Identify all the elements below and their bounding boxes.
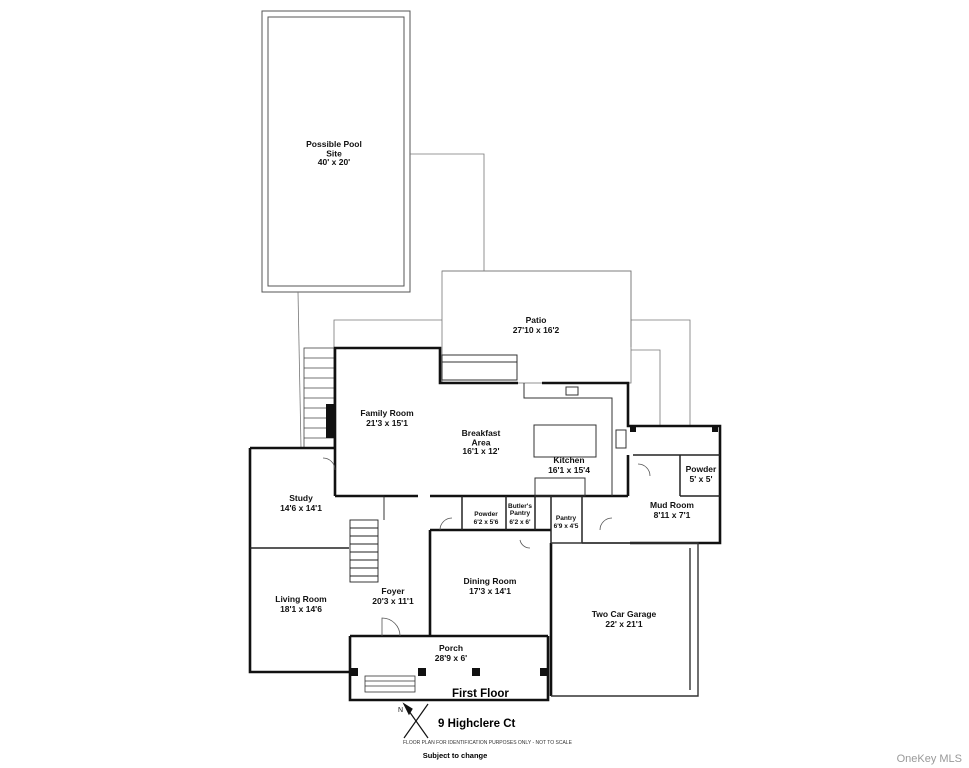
room-name-powder-left: Powder xyxy=(474,511,498,518)
room-dims-pool: 40' x 20' xyxy=(318,157,350,167)
porch-steps xyxy=(364,675,416,693)
room-dims-butlers-pantry: 6'2 x 6' xyxy=(509,519,531,526)
room-dims-powder-left: 6'2 x 5'6 xyxy=(474,519,499,526)
pool-site xyxy=(261,10,411,293)
room-name-pantry: Pantry xyxy=(556,515,577,522)
address: 9 Highclere Ct xyxy=(438,718,515,730)
room-name-line: Pantry xyxy=(510,510,531,517)
room-name-powder-right: Powder xyxy=(686,464,717,474)
disclaimer: FLOOR PLAN FOR IDENTIFICATION PURPOSES O… xyxy=(403,740,573,746)
porch-columns xyxy=(350,426,718,676)
room-name-line: Site xyxy=(326,148,342,158)
compass-icon: N xyxy=(398,702,429,739)
interior-walls xyxy=(250,454,720,549)
kitchen-fixtures xyxy=(523,383,627,497)
room-dims-mudroom: 8'11 x 7'1 xyxy=(654,510,691,520)
patio-steps xyxy=(441,354,518,381)
room-name-family: Family Room xyxy=(360,408,414,418)
patio-box xyxy=(441,270,632,384)
room-name-line: Area xyxy=(472,437,491,447)
garage-walls xyxy=(551,542,699,697)
watermark: OneKey MLS xyxy=(897,753,962,765)
room-dims-family: 21'3 x 15'1 xyxy=(366,418,408,428)
room-dims-foyer: 20'3 x 11'1 xyxy=(372,596,414,606)
room-dims-living: 18'1 x 14'6 xyxy=(280,604,322,614)
room-dims-pantry: 6'9 x 4'5 xyxy=(554,523,579,530)
room-name-kitchen: Kitchen xyxy=(553,455,584,465)
room-name-study: Study xyxy=(289,493,313,503)
room-name-mudroom: Mud Room xyxy=(650,500,694,510)
room-name-foyer: Foyer xyxy=(381,586,405,596)
room-name-porch: Porch xyxy=(439,643,463,653)
room-name-dining: Dining Room xyxy=(464,576,517,586)
room-dims-study: 14'6 x 14'1 xyxy=(280,503,322,513)
room-name-garage: Two Car Garage xyxy=(592,609,657,619)
room-dims-dining: 17'3 x 14'1 xyxy=(469,586,511,596)
room-dims-breakfast: 16'1 x 12' xyxy=(462,446,499,456)
room-name-patio: Patio xyxy=(526,315,547,325)
room-dims-garage: 22' x 21'1 xyxy=(605,619,642,629)
room-name-living: Living Room xyxy=(275,594,327,604)
room-dims-porch: 28'9 x 6' xyxy=(435,653,467,663)
subtitle: Subject to change xyxy=(423,751,488,760)
room-dims-patio: 27'10 x 16'2 xyxy=(513,325,560,335)
room-dims-powder-right: 5' x 5' xyxy=(690,474,713,484)
interior-stair xyxy=(349,495,385,583)
floor-label: First Floor xyxy=(452,688,509,700)
room-dims-kitchen: 16'1 x 15'4 xyxy=(548,465,590,475)
fireplace xyxy=(326,404,336,438)
door-swings xyxy=(322,457,651,637)
svg-text:N: N xyxy=(398,707,403,714)
